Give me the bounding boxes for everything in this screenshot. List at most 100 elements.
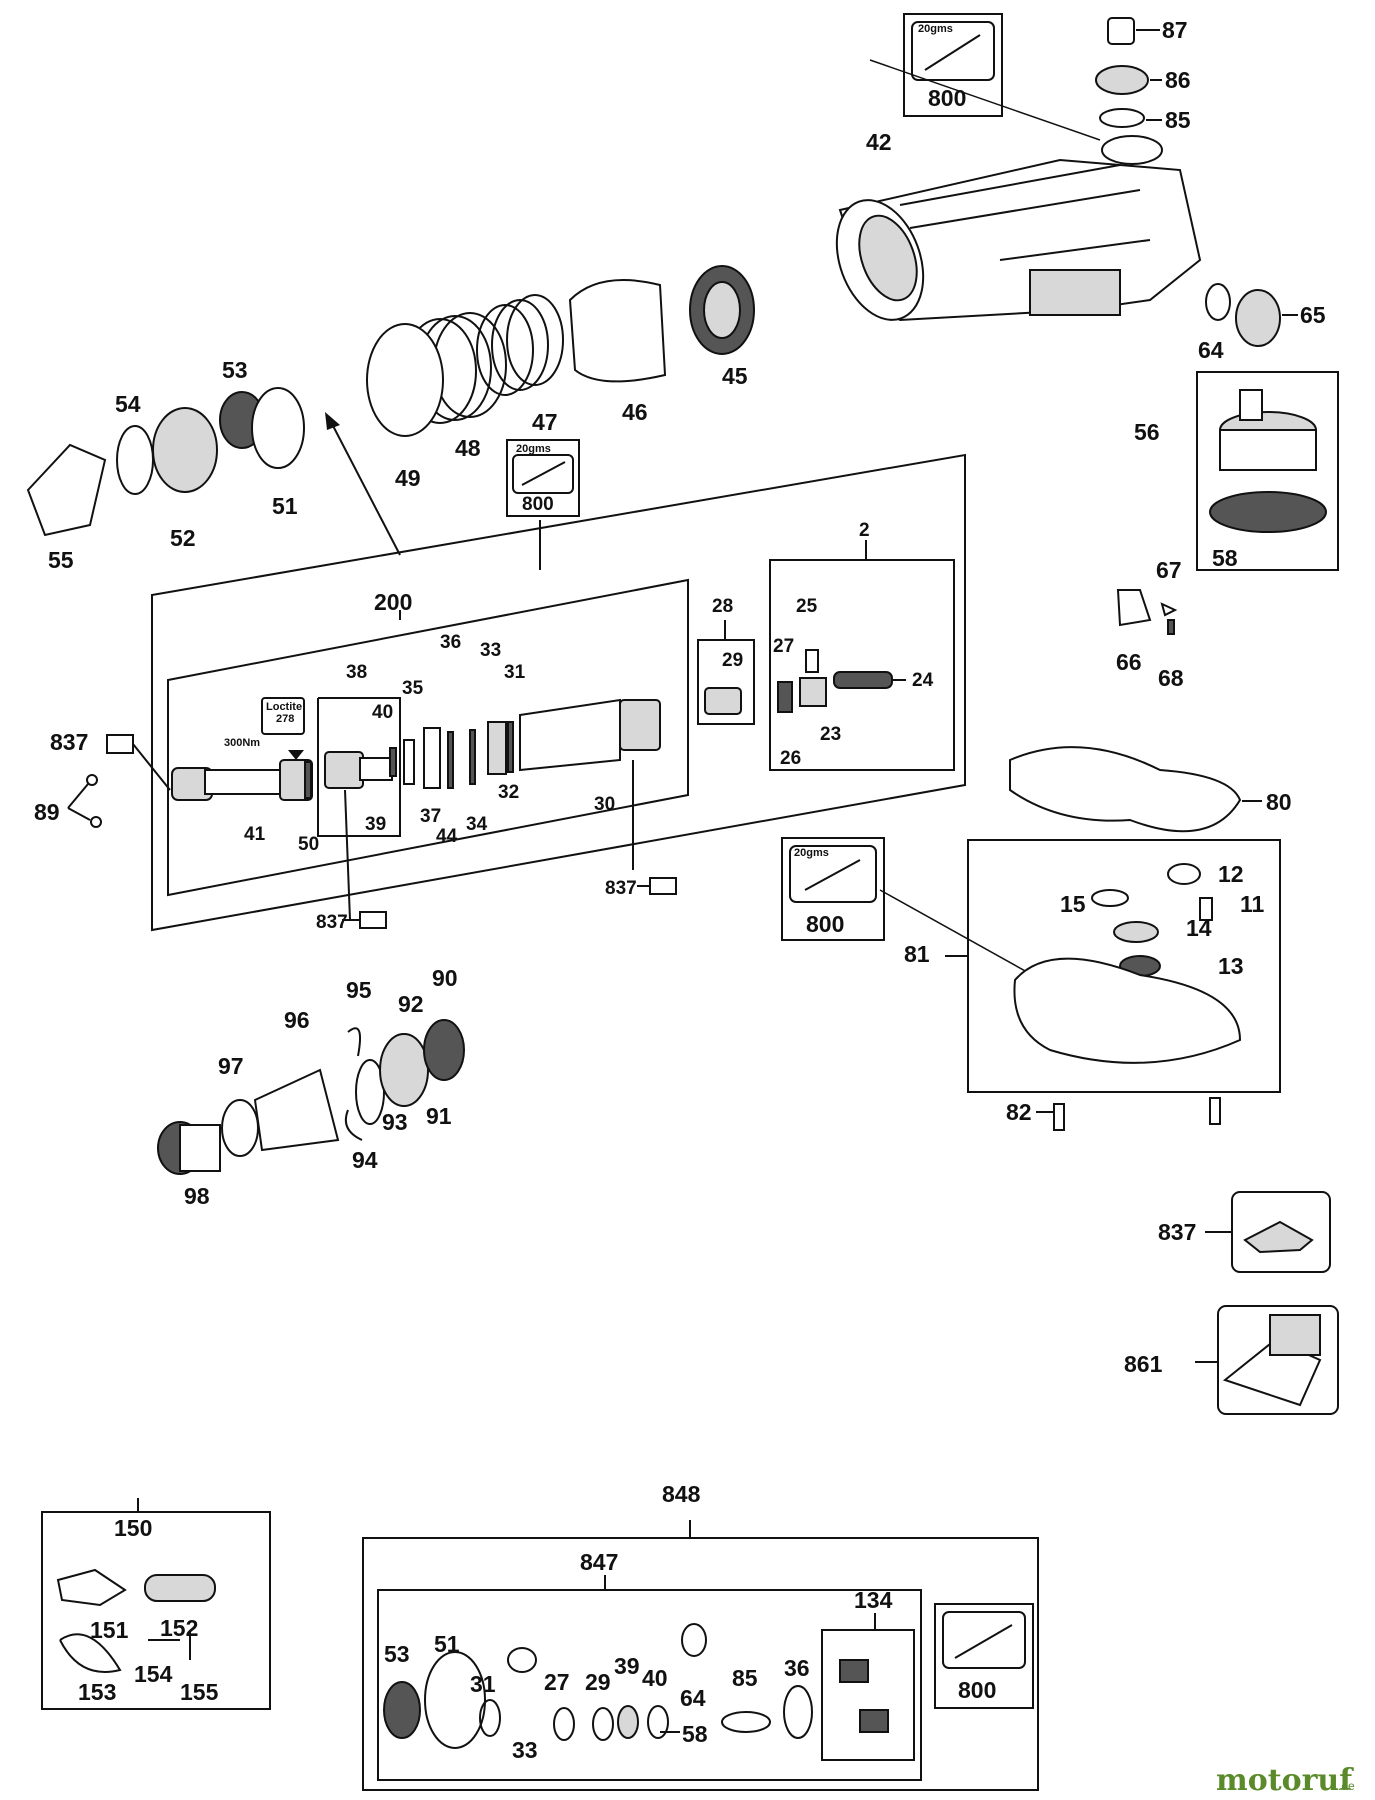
label-91: 91 [426,1103,452,1129]
label-48: 48 [455,435,481,461]
label-kit-39: 39 [614,1653,640,1679]
part-153 [59,1633,122,1673]
label-13: 13 [1218,953,1244,979]
label-33: 33 [480,640,501,661]
part-90 [423,1019,465,1081]
label-37: 37 [420,806,441,827]
part-25 [805,649,819,673]
kit-31 [479,1699,501,1737]
part-33 [487,721,507,775]
box-861 [1217,1305,1339,1415]
label-87: 87 [1162,17,1188,43]
brush-a [839,1659,869,1683]
label-kit-51: 51 [434,1631,460,1657]
label-45: 45 [722,363,748,389]
label-98: 98 [184,1183,210,1209]
icon-837-b [359,911,387,929]
part-44 [447,731,454,789]
part-82-a [1053,1103,1065,1131]
label-41: 41 [244,824,266,845]
part-34 [469,729,476,785]
kit-51 [424,1651,486,1749]
box-2 [769,559,955,771]
part-96 [253,1068,340,1152]
watermark-tld: .de [1338,1779,1355,1793]
label-44: 44 [436,826,458,847]
label-97: 97 [218,1053,244,1079]
part-95 [347,1027,361,1057]
label-58: 58 [1212,545,1238,571]
label-39: 39 [365,814,386,835]
label-kit-58: 58 [682,1721,708,1747]
box-150 [41,1511,271,1710]
label-96: 96 [284,1007,310,1033]
label-30: 30 [594,794,615,815]
torque-text: 300Nm [224,737,260,749]
label-93: 93 [382,1109,408,1135]
label-54: 54 [115,391,141,417]
label-40: 40 [372,702,393,723]
assembly-frame-inner [167,578,689,897]
gear-housing-42 [835,135,1202,322]
kit-29 [592,1707,614,1741]
label-89: 89 [34,799,60,825]
label-80: 80 [1266,789,1292,815]
box-848 [362,1537,1039,1791]
kit-53 [383,1681,421,1739]
kit-27 [553,1707,575,1741]
label-kit-40: 40 [642,1665,668,1691]
label-kit-36: 36 [784,1655,810,1681]
label-837-b: 837 [316,912,348,933]
label-36: 36 [440,632,461,653]
part-92 [379,1033,429,1107]
spring-47 [476,294,564,396]
part-36 [423,727,441,789]
label-28: 28 [712,596,733,617]
part-31 [507,721,514,773]
kit-36 [783,1685,813,1739]
part-52 [152,407,218,493]
grease-1-weight: 20gms [918,23,953,35]
label-154: 154 [134,1661,173,1687]
label-85: 85 [1165,107,1191,133]
part-51 [251,387,305,469]
label-23: 23 [820,724,841,745]
grease-2-part: 800 [522,494,554,515]
label-26: 26 [780,748,801,769]
label-53: 53 [222,357,248,383]
label-66: 66 [1116,649,1142,675]
kit-85 [721,1711,771,1733]
label-64: 64 [1198,337,1224,363]
label-153: 153 [78,1679,116,1705]
label-kit-33: 33 [512,1737,538,1763]
kit-64 [681,1623,707,1657]
label-82: 82 [1006,1099,1032,1125]
label-42: 42 [866,129,892,155]
icon-837-a [106,734,134,754]
label-848: 848 [662,1481,701,1507]
label-152: 152 [160,1615,198,1641]
box-56 [1196,371,1339,571]
label-kit-85: 85 [732,1665,758,1691]
part-30 [519,698,621,772]
label-86: 86 [1165,67,1191,93]
part-35 [403,739,415,785]
label-25: 25 [796,596,818,617]
loctite-tag [261,697,305,735]
part-11 [1199,897,1213,921]
label-kit-29: 29 [585,1669,611,1695]
label-32: 32 [498,782,519,803]
label-24: 24 [912,670,934,691]
loctite-num: 278 [276,713,294,725]
part-85 [1099,108,1145,128]
label-35: 35 [402,678,424,699]
label-65: 65 [1300,302,1326,328]
part-23 [799,677,827,707]
part-68 [1167,619,1175,635]
assembly-frame-200 [151,453,966,932]
part-97 [221,1099,259,1157]
part-152 [144,1574,216,1602]
part-64 [1205,283,1231,321]
label-kit-31: 31 [470,1671,496,1697]
